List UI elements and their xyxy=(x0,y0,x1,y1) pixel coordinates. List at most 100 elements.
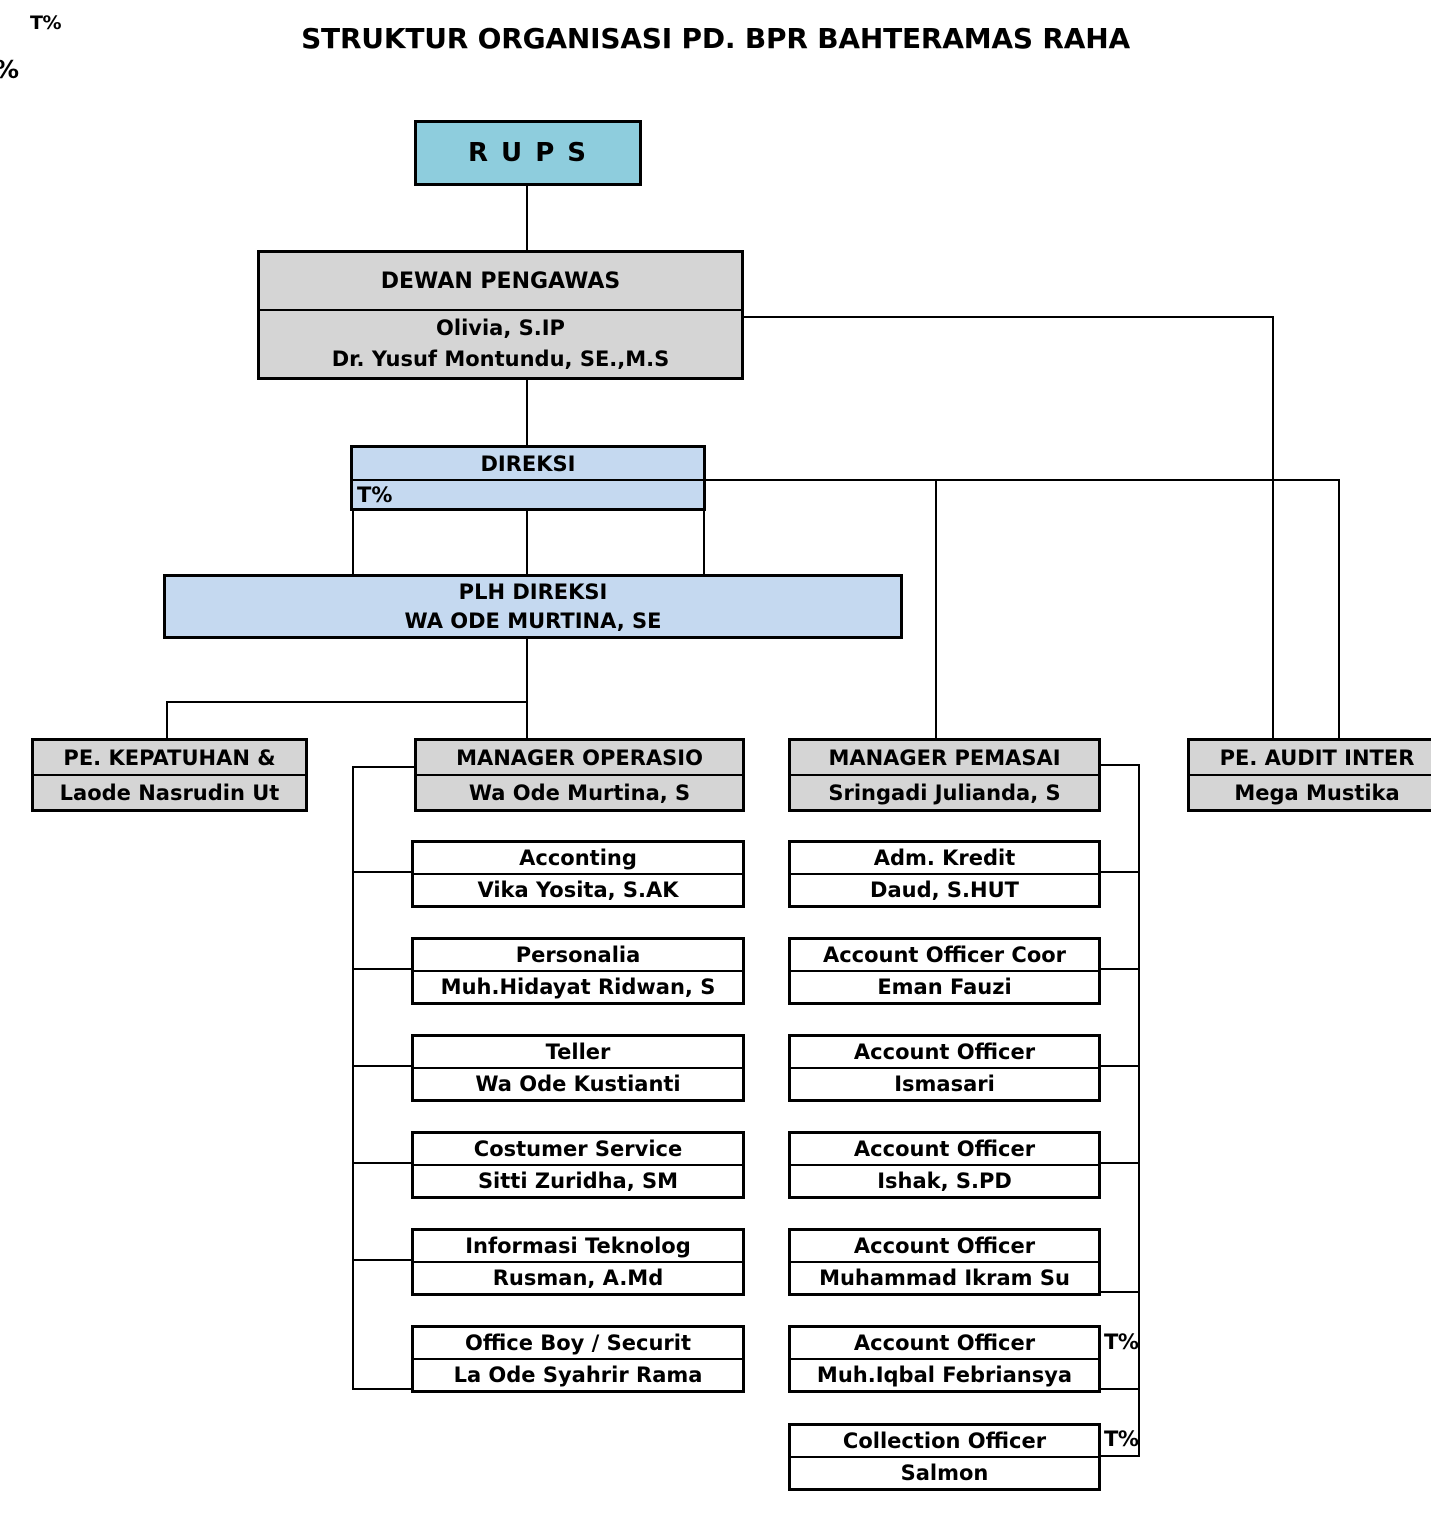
node-pe-audit-intern[interactable]: PE. AUDIT INTER Mega Mustika xyxy=(1187,738,1431,812)
node-pemasaran-unit-6-title: Collection Officer xyxy=(791,1426,1098,1458)
node-pemasaran-unit-2[interactable]: Account Officer Ismasari xyxy=(788,1034,1101,1102)
node-operasional-unit-3-title: Costumer Service xyxy=(414,1134,742,1166)
node-pemasaran-unit-0-name: Daud, S.HUT xyxy=(870,878,1019,902)
connector-pemasaran-stub-6 xyxy=(1100,1388,1140,1390)
node-pemasaran-unit-1-title: Account Officer Coor xyxy=(791,940,1098,972)
node-dewan-pengawas-member-1: Olivia, S.IP xyxy=(436,316,565,340)
node-manager-operasional-title: MANAGER OPERASIO xyxy=(417,741,742,776)
connector-pemasaran-stub-4 xyxy=(1100,1162,1140,1164)
artifact-account-officer-right-label: T% xyxy=(1104,1330,1139,1354)
node-plh-direksi-name: WA ODE MURTINA, SE xyxy=(404,609,662,633)
node-manager-pemasaran-name: Sringadi Julianda, S xyxy=(828,780,1061,805)
node-pemasaran-unit-3-title: Account Officer xyxy=(791,1134,1098,1166)
node-plh-direksi[interactable]: PLH DIREKSI WA ODE MURTINA, SE xyxy=(163,574,903,639)
node-pemasaran-unit-4[interactable]: Account Officer Muhammad Ikram Su xyxy=(788,1228,1101,1296)
connector-direksi-to-audit xyxy=(1338,479,1340,740)
node-operasional-unit-3[interactable]: Costumer Service Sitti Zuridha, SM xyxy=(411,1131,745,1199)
connector-plh-to-kepatuhan-v xyxy=(166,701,168,740)
node-operasional-unit-0[interactable]: Acconting Vika Yosita, S.AK xyxy=(411,840,745,908)
node-direksi-name: T% xyxy=(357,482,393,507)
node-pemasaran-unit-6[interactable]: Collection Officer Salmon xyxy=(788,1423,1101,1491)
node-pe-audit-intern-name: Mega Mustika xyxy=(1234,780,1400,805)
connector-direksi-to-pemasaran xyxy=(935,479,937,740)
connector-operasional-spine xyxy=(352,766,354,1388)
node-operasional-unit-2-name: Wa Ode Kustianti xyxy=(475,1072,681,1096)
node-manager-operasional[interactable]: MANAGER OPERASIO Wa Ode Murtina, S xyxy=(414,738,745,812)
node-operasional-unit-4-title: Informasi Teknolog xyxy=(414,1231,742,1263)
node-pemasaran-unit-0[interactable]: Adm. Kredit Daud, S.HUT xyxy=(788,840,1101,908)
connector-pemasaran-stub-5 xyxy=(1100,1291,1140,1293)
node-pe-kepatuhan[interactable]: PE. KEPATUHAN & Laode Nasrudin Ut xyxy=(31,738,308,812)
node-operasional-unit-1[interactable]: Personalia Muh.Hidayat Ridwan, S xyxy=(411,937,745,1005)
artifact-collection-officer-right-label: T% xyxy=(1104,1427,1139,1451)
node-pe-kepatuhan-title: PE. KEPATUHAN & xyxy=(34,741,305,776)
connector-direksi-to-plh xyxy=(526,510,528,575)
node-pemasaran-unit-5[interactable]: Account Officer Muh.Iqbal Febriansya xyxy=(788,1325,1101,1393)
node-pemasaran-unit-1[interactable]: Account Officer Coor Eman Fauzi xyxy=(788,937,1101,1005)
node-operasional-unit-2[interactable]: Teller Wa Ode Kustianti xyxy=(411,1034,745,1102)
connector-pemasaran-stub-7 xyxy=(1100,1455,1140,1457)
node-pemasaran-unit-4-name: Muhammad Ikram Su xyxy=(819,1266,1070,1290)
connector-rups-to-dewan xyxy=(526,185,528,250)
connector-direksi-left-leg xyxy=(352,510,354,575)
connector-dewan-right xyxy=(740,316,1274,318)
node-pemasaran-unit-3-name: Ishak, S.PD xyxy=(877,1169,1012,1193)
node-operasional-unit-4-name: Rusman, A.Md xyxy=(492,1266,664,1290)
connector-operasional-stub-2 xyxy=(352,968,414,970)
node-operasional-unit-5-title: Office Boy / Securit xyxy=(414,1328,742,1360)
connector-pemasaran-stub-3 xyxy=(1100,1065,1140,1067)
connector-dewan-to-direksi xyxy=(526,378,528,445)
connector-plh-to-kepatuhan-h xyxy=(166,701,528,703)
node-manager-pemasaran[interactable]: MANAGER PEMASAI Sringadi Julianda, S xyxy=(788,738,1101,812)
node-plh-direksi-title: PLH DIREKSI xyxy=(458,580,608,604)
node-operasional-unit-0-name: Vika Yosita, S.AK xyxy=(477,878,679,902)
node-pemasaran-unit-5-name: Muh.Iqbal Febriansya xyxy=(816,1363,1073,1387)
artifact-top-left-label: T% xyxy=(30,12,62,34)
node-pemasaran-unit-0-title: Adm. Kredit xyxy=(791,843,1098,875)
node-pemasaran-unit-3[interactable]: Account Officer Ishak, S.PD xyxy=(788,1131,1101,1199)
connector-direksi-left-top xyxy=(352,510,354,512)
node-dewan-pengawas[interactable]: DEWAN PENGAWAS Olivia, S.IP Dr. Yusuf Mo… xyxy=(257,250,744,380)
node-dewan-pengawas-title: DEWAN PENGAWAS xyxy=(260,253,741,311)
node-pemasaran-unit-6-name: Salmon xyxy=(900,1461,989,1485)
node-pemasaran-unit-5-title: Account Officer xyxy=(791,1328,1098,1360)
page-title: STRUKTUR ORGANISASI PD. BPR BAHTERAMAS R… xyxy=(301,22,1130,55)
node-pemasaran-unit-1-name: Eman Fauzi xyxy=(877,975,1012,999)
node-operasional-unit-3-name: Sitti Zuridha, SM xyxy=(477,1169,679,1193)
node-operasional-unit-0-title: Acconting xyxy=(414,843,742,875)
connector-direksi-right-leg xyxy=(703,510,705,575)
artifact-left-edge-label: % xyxy=(0,55,19,84)
connector-pemasaran-stub-1 xyxy=(1100,871,1140,873)
node-operasional-unit-1-name: Muh.Hidayat Ridwan, S xyxy=(440,975,716,999)
connector-operasional-stub-1 xyxy=(352,871,414,873)
node-pe-kepatuhan-name: Laode Nasrudin Ut xyxy=(59,780,280,805)
node-pe-audit-intern-title: PE. AUDIT INTER xyxy=(1190,741,1431,776)
node-dewan-pengawas-member-2: Dr. Yusuf Montundu, SE.,M.S xyxy=(331,347,670,371)
connector-pemasaran-stub-0 xyxy=(1100,764,1140,766)
connector-operasional-stub-4 xyxy=(352,1162,414,1164)
connector-operasional-stub-0 xyxy=(352,766,414,768)
node-operasional-unit-2-title: Teller xyxy=(414,1037,742,1069)
connector-plh-down xyxy=(526,638,528,740)
node-manager-pemasaran-title: MANAGER PEMASAI xyxy=(791,741,1098,776)
node-rups[interactable]: R U P S xyxy=(414,120,642,186)
node-plh-direksi-text: PLH DIREKSI WA ODE MURTINA, SE xyxy=(166,577,900,636)
connector-pemasaran-spine xyxy=(1138,764,1140,1455)
node-pemasaran-unit-4-title: Account Officer xyxy=(791,1231,1098,1263)
connector-operasional-stub-3 xyxy=(352,1065,414,1067)
node-manager-operasional-name: Wa Ode Murtina, S xyxy=(468,780,691,805)
connector-operasional-stub-5 xyxy=(352,1259,414,1261)
node-pemasaran-unit-2-title: Account Officer xyxy=(791,1037,1098,1069)
node-direksi-title: DIREKSI xyxy=(353,448,703,481)
node-operasional-unit-5[interactable]: Office Boy / Securit La Ode Syahrir Rama xyxy=(411,1325,745,1393)
connector-pemasaran-stub-2 xyxy=(1100,968,1140,970)
node-pemasaran-unit-2-name: Ismasari xyxy=(894,1072,995,1096)
connector-operasional-stub-6 xyxy=(352,1388,414,1390)
node-direksi[interactable]: DIREKSI T% xyxy=(350,445,706,511)
node-operasional-unit-5-name: La Ode Syahrir Rama xyxy=(453,1363,703,1387)
node-operasional-unit-4[interactable]: Informasi Teknolog Rusman, A.Md xyxy=(411,1228,745,1296)
connector-dewan-to-audit xyxy=(1272,316,1274,740)
node-rups-title: R U P S xyxy=(467,138,589,168)
node-operasional-unit-1-title: Personalia xyxy=(414,940,742,972)
